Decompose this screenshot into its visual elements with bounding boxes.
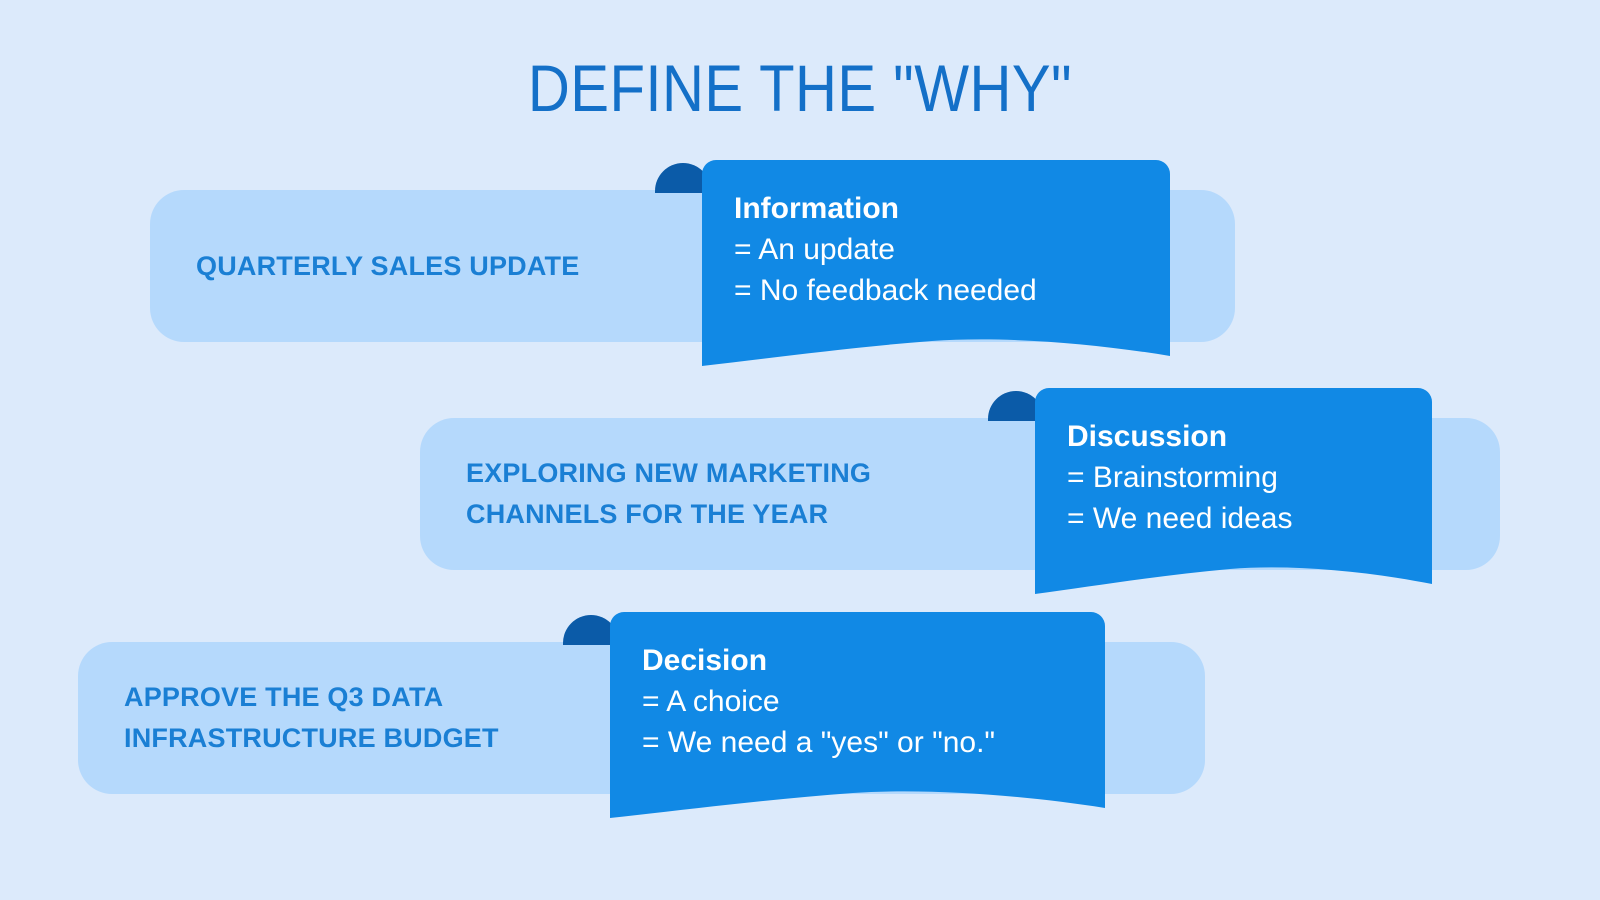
page-title: DEFINE THE "WHY" — [527, 51, 1073, 125]
bubble-content: Information = An update = No feedback ne… — [702, 160, 1170, 311]
bubble-line: = We need a "yes" or "no." — [642, 726, 996, 759]
purpose-callout-bubble[interactable]: Discussion = Brainstorming = We need ide… — [1035, 388, 1432, 600]
statement-text: Exploring New Marketing Channels For The… — [466, 458, 872, 529]
bubble-line: = Brainstorming — [1067, 461, 1278, 494]
speech-bubble-shape — [610, 612, 1105, 818]
speech-bubble-shape — [1035, 388, 1432, 594]
bubble-line: = An update — [734, 233, 895, 266]
bubble-content: Decision = A choice = We need a "yes" or… — [610, 612, 1105, 763]
statement-text: Approve The Q3 Data Infrastructure Budge… — [124, 682, 499, 753]
bubble-title: Discussion — [1067, 420, 1228, 453]
bubble-line: = A choice — [642, 685, 780, 718]
bubble-title: Decision — [642, 644, 768, 677]
bubble-line: = We need ideas — [1067, 502, 1293, 535]
bubble-line: = No feedback needed — [734, 274, 1037, 307]
speech-bubble-shape — [702, 160, 1170, 366]
bubble-content: Discussion = Brainstorming = We need ide… — [1035, 388, 1432, 539]
purpose-callout-bubble[interactable]: Information = An update = No feedback ne… — [702, 160, 1170, 372]
bubble-title: Information — [734, 192, 899, 225]
statement-text: Quarterly Sales Update — [196, 250, 580, 281]
purpose-callout-bubble[interactable]: Decision = A choice = We need a "yes" or… — [610, 612, 1105, 824]
